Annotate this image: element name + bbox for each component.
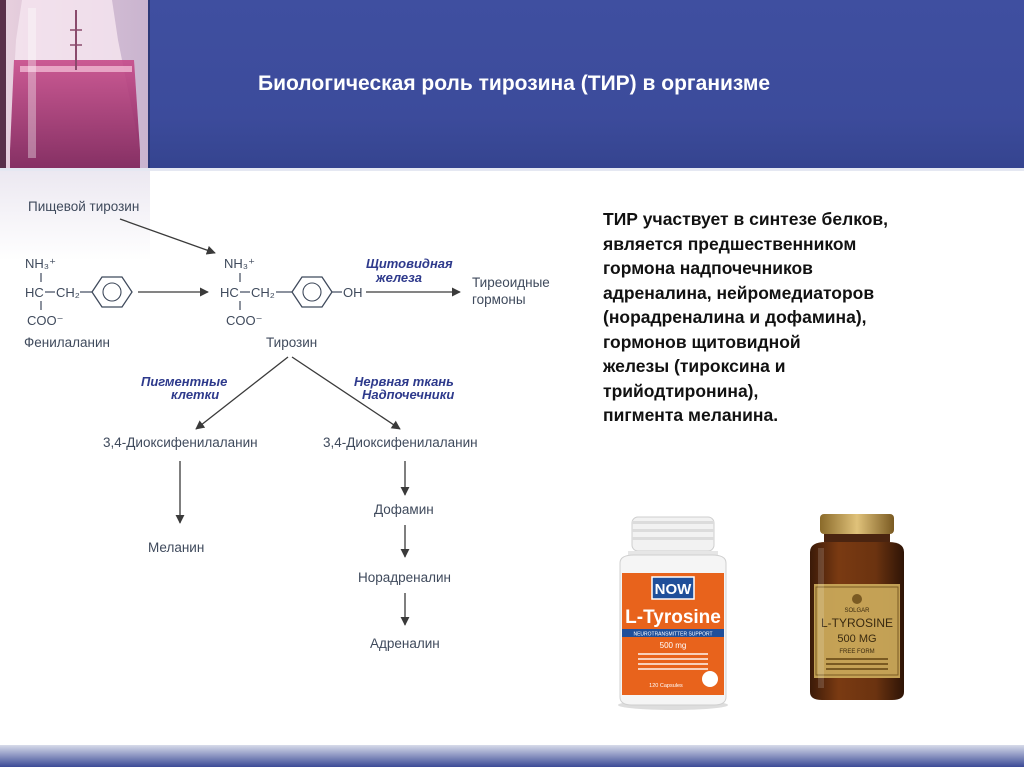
nerve-tissue-label-1: Нервная ткань <box>354 374 454 389</box>
now-brand-label: NOW <box>655 581 693 598</box>
header-divider <box>148 0 150 168</box>
dopa-right-label: 3,4-Диоксифенилаланин <box>323 435 478 450</box>
thyroid-gland-label-1: Щитовидная <box>366 256 453 271</box>
tyrosine-structure: NH₃⁺ HC CH₂ OH COO⁻ Тирозин <box>220 256 363 350</box>
thyroid-hormones-label-1: Тиреоидные <box>472 275 550 290</box>
tyrosine-description: ТИР участвует в синтезе белков, является… <box>603 207 1003 428</box>
description-line: трийодтиронина), <box>603 380 759 401</box>
solgar-product-label-2: 500 MG <box>837 633 876 645</box>
thyroid-gland-label-2: железа <box>375 270 422 285</box>
phenylalanine-label: Фенилаланин <box>24 335 110 350</box>
solgar-product-label-1: L-TYROSINE <box>821 616 893 630</box>
tyr-oh-label: OH <box>343 285 363 300</box>
tyr-coo-label: COO⁻ <box>226 313 262 328</box>
description-line: является предшественником <box>603 233 857 254</box>
description-line: железы (тироксина и <box>603 356 786 376</box>
description-line: пигмента меланина. <box>603 405 779 425</box>
slide-header: Биологическая роль тирозина (ТИР) в орга… <box>0 0 1024 168</box>
phe-ch2-label: CH₂ <box>56 285 80 300</box>
tyr-nh3-label: NH₃⁺ <box>224 256 255 271</box>
flask-reflection <box>0 171 150 261</box>
arrow-dietary-to-tyrosine <box>119 218 216 255</box>
description-line: гормона надпочечников <box>603 258 813 278</box>
slide-title: Биологическая роль тирозина (ТИР) в орга… <box>258 72 771 95</box>
tyrosine-pathway-diagram: Пищевой тирозин NH₃⁺ HC CH₂ COO⁻ Фенилал… <box>24 199 550 651</box>
header-underline <box>0 168 1024 171</box>
pigment-cells-label-1: Пигментные <box>141 374 227 389</box>
now-l-tyrosine-bottle: NOW L-Tyrosine NEUROTRANSMITTER SUPPORT … <box>618 516 728 710</box>
noradrenaline-label: Норадреналин <box>358 570 451 585</box>
solgar-l-tyrosine-bottle: SOLGAR L-TYROSINE 500 MG FREE FORM <box>810 514 904 700</box>
description-line: гормонов щитовидной <box>603 331 801 352</box>
pigment-cells-label-2: клетки <box>171 387 219 402</box>
tyrosine-label: Тирозин <box>266 335 317 350</box>
flask-icon <box>0 0 148 168</box>
solgar-brand-label: SOLGAR <box>844 608 870 614</box>
tyr-hc-label: HC <box>220 285 239 300</box>
now-count-label: 120 Capsules <box>649 683 683 689</box>
phenylalanine-structure: NH₃⁺ HC CH₂ COO⁻ Фенилаланин <box>24 256 133 350</box>
phe-hc-label: HC <box>25 285 44 300</box>
melanin-label: Меланин <box>148 540 204 555</box>
description-line: ТИР участвует в синтезе белков, <box>603 209 889 229</box>
dopamine-label: Дофамин <box>374 502 434 517</box>
nerve-tissue-label-2: Надпочечники <box>362 387 454 402</box>
solgar-sub-label: FREE FORM <box>839 649 874 655</box>
arrow-tyrosine-to-right-dopa <box>291 356 401 430</box>
phe-nh3-label: NH₃⁺ <box>25 256 56 271</box>
flask-image <box>0 0 148 168</box>
adrenaline-label: Адреналин <box>370 636 440 651</box>
tyr-ch2-label: CH₂ <box>251 285 275 300</box>
description-line: (норадреналина и дофамина), <box>603 307 867 327</box>
thyroid-hormones-label-2: гормоны <box>472 292 526 307</box>
now-band-label: NEUROTRANSMITTER SUPPORT <box>633 632 712 638</box>
arrow-tyrosine-to-left-dopa <box>195 356 289 430</box>
now-dose-label: 500 mg <box>660 641 687 650</box>
slide-footer <box>0 745 1024 767</box>
dopa-left-label: 3,4-Диоксифенилаланин <box>103 435 258 450</box>
dietary-tyrosine-label: Пищевой тирозин <box>28 199 139 214</box>
now-product-label: L-Tyrosine <box>625 607 721 628</box>
description-line: адреналина, нейромедиаторов <box>603 282 875 303</box>
phe-coo-label: COO⁻ <box>27 313 63 328</box>
